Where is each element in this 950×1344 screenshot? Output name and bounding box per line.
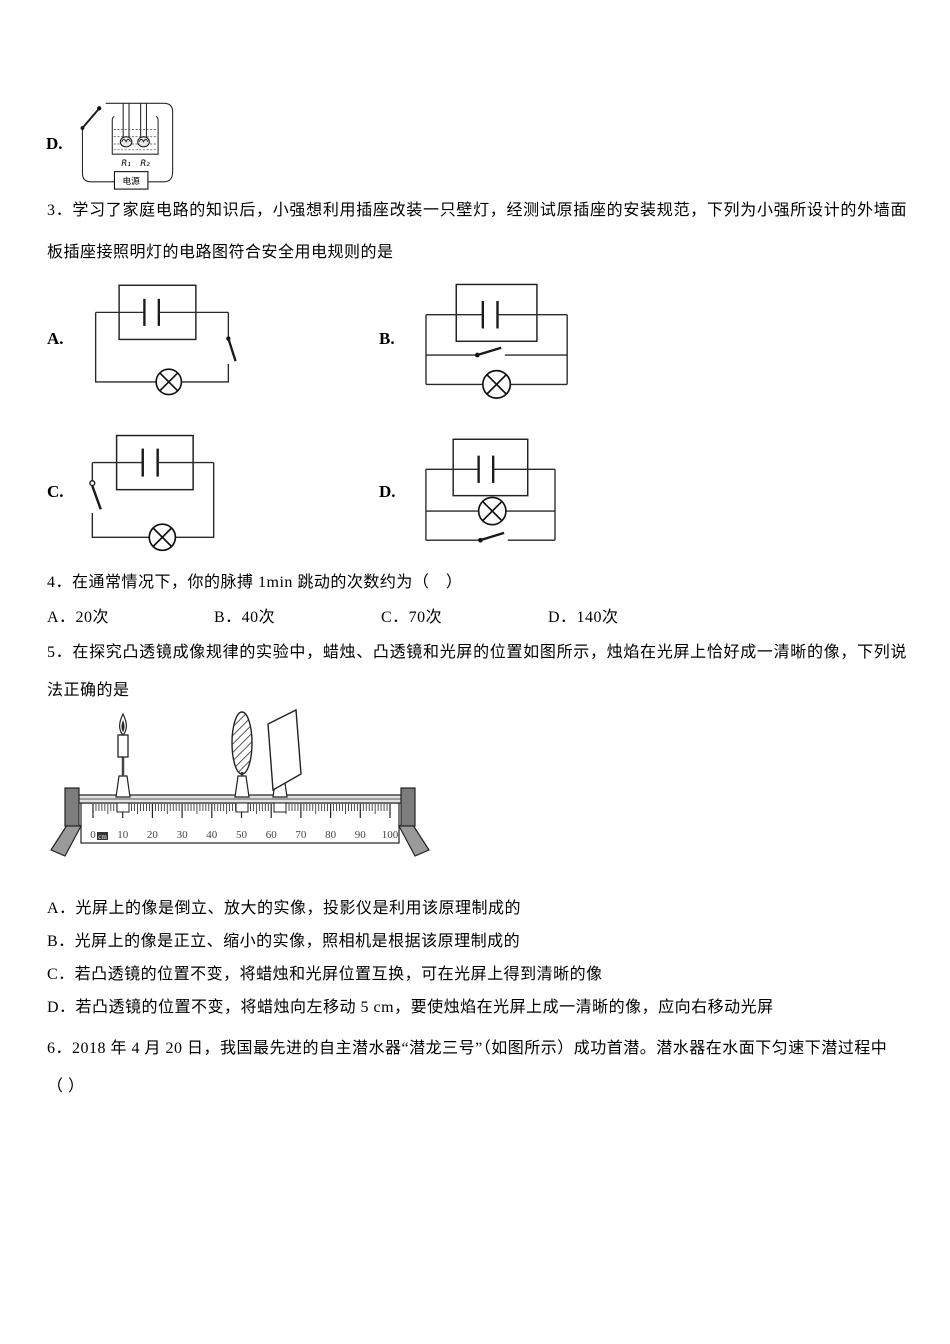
screen-board	[267, 708, 302, 792]
question-6-text: 6．2018 年 4 月 20 日，我国最先进的自主潜水器“潜龙三号”（如图所示…	[47, 1040, 888, 1057]
resistor-r1-label: R₁	[121, 159, 131, 169]
q3-option-a: A.	[47, 278, 379, 400]
svg-text:70: 70	[295, 829, 307, 841]
svg-text:30: 30	[177, 829, 189, 841]
q4-option-d: D．140次	[548, 609, 619, 626]
socket-outline	[452, 438, 529, 497]
lamp-symbol	[477, 496, 507, 526]
power-source-box	[113, 171, 149, 190]
q5-option-d: D．若凸透镜的位置不变，将蜡烛向左移动 5 cm，要使烛焰在光屏上成一清晰的像，…	[47, 999, 774, 1016]
question-5-text: 5．在探究凸透镜成像规律的实验中，蜡烛、凸透镜和光屏的位置如图所示，烛焰在光屏上…	[47, 644, 907, 699]
svg-text:50: 50	[236, 829, 248, 841]
question2-option-d: D.	[46, 96, 180, 192]
svg-text:100: 100	[382, 829, 399, 841]
q5-option-c: C．若凸透镜的位置不变，将蜡烛和光屏位置互换，可在光屏上得到清晰的像	[47, 966, 603, 983]
beaker	[111, 115, 159, 155]
q3-option-b: B.	[379, 278, 711, 400]
optical-bench-figure: 0 10 20 30 40 50 60 70 80 90 100 cm	[50, 708, 430, 857]
ruler-unit-box	[97, 832, 108, 840]
q3-option-a-label: A.	[47, 329, 64, 348]
q5-option-a: A．光屏上的像是倒立、放大的实像，投影仪是利用该原理制成的	[47, 900, 522, 917]
switch-lever	[91, 485, 102, 510]
q3-option-d-label: D.	[379, 482, 396, 501]
q3-circuit-b-figure	[425, 283, 568, 399]
svg-text:0: 0	[90, 829, 96, 841]
switch-lever	[81, 107, 101, 129]
bench-left-foot	[50, 787, 82, 857]
q3-circuit-a-figure	[94, 284, 237, 396]
option-d-label: D.	[46, 134, 63, 153]
q3-option-b-label: B.	[379, 329, 395, 348]
switch-lever	[476, 346, 502, 357]
flame-core	[121, 720, 125, 732]
liquid-lines	[113, 129, 157, 151]
q3-circuit-c-figure	[89, 434, 215, 552]
q3-option-c: C.	[47, 430, 379, 554]
svg-text:10: 10	[117, 829, 129, 841]
svg-text:80: 80	[325, 829, 337, 841]
question-5-options: A．光屏上的像是倒立、放大的实像，投影仪是利用该原理制成的 B．光屏上的像是正立…	[47, 892, 927, 1024]
resistor-r2-label: R₂	[140, 159, 150, 169]
svg-text:40: 40	[206, 829, 218, 841]
ruler-unit-label: cm	[98, 833, 107, 841]
question-3-text: 3．学习了家庭电路的知识后，小强想利用插座改装一只壁灯，经测试原插座的安装规范，…	[47, 202, 907, 261]
lamp-symbol	[155, 368, 183, 396]
q4-option-a: A．20次	[47, 609, 110, 626]
light-screen	[267, 708, 302, 813]
bench-right-foot	[398, 787, 430, 857]
q3-option-c-label: C.	[47, 482, 64, 501]
q4-option-b: B．40次	[214, 609, 276, 626]
q3-circuit-d-figure	[425, 438, 556, 543]
candle	[115, 712, 131, 813]
q4-option-c: C．70次	[381, 609, 443, 626]
switch-lever	[480, 531, 505, 542]
svg-text:60: 60	[266, 829, 278, 841]
switch-lever	[227, 338, 237, 362]
svg-text:90: 90	[355, 829, 367, 841]
q3-option-d: D.	[379, 430, 711, 554]
convex-lens	[231, 711, 253, 813]
resistor-coils	[119, 136, 150, 148]
lamp-symbol	[148, 523, 177, 552]
question-6-bracket: （ ）	[47, 1078, 85, 1095]
socket-outline	[455, 283, 538, 343]
lamp-symbol	[482, 369, 512, 399]
q5-option-b: B．光屏上的像是正立、缩小的实像，照相机是根据该原理制成的	[47, 933, 521, 950]
electrolysis-circuit-figure: R₁ R₂ 电源	[80, 102, 174, 190]
question-3-circuit-options: A.	[47, 278, 907, 584]
ruler-numbers: 0 10 20 30 40 50 60 70 80 90 100	[90, 829, 399, 841]
power-source-label: 电源	[122, 175, 140, 186]
svg-text:20: 20	[147, 829, 159, 841]
question-4-text: 4．在通常情况下，你的脉搏 1min 跳动的次数约为（ ）	[47, 574, 463, 591]
question-4-options: A．20次 B．40次 C．70次 D．140次	[47, 603, 907, 627]
